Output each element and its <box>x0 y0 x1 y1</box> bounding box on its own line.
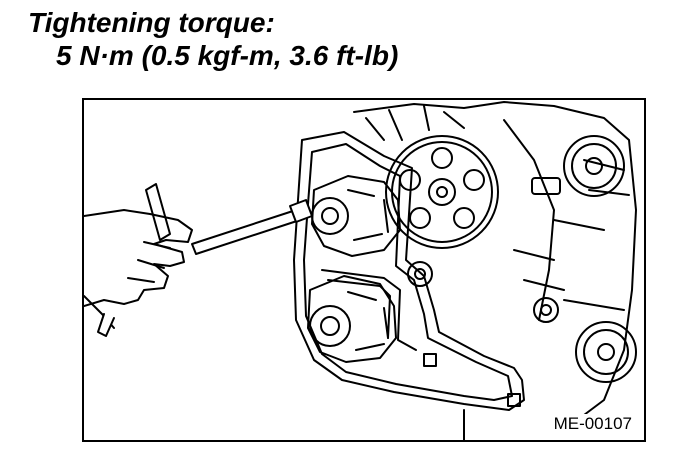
bolt-head-corner <box>507 393 521 407</box>
hand <box>84 209 193 337</box>
lower-pump <box>307 275 397 363</box>
lower-right-idler <box>575 321 637 383</box>
boss-upper <box>407 261 433 287</box>
boss-lower <box>533 297 559 323</box>
pulley <box>385 135 499 249</box>
engine-block-outline <box>353 101 637 431</box>
upper-pump <box>311 175 401 257</box>
torque-spec-heading: Tightening torque: 5 N·m (0.5 kgf-m, 3.6… <box>28 6 398 72</box>
torque-label: Tightening torque: <box>28 7 275 38</box>
bolt-head <box>423 353 437 367</box>
hex-wrench <box>145 183 313 255</box>
figure-code: ME-00107 <box>551 414 634 434</box>
torque-value: 5 N·m (0.5 kgf-m, 3.6 ft-lb) <box>56 40 399 71</box>
water-pump-illustration: ME-00107 <box>82 98 646 442</box>
upper-right-idler <box>563 135 625 197</box>
